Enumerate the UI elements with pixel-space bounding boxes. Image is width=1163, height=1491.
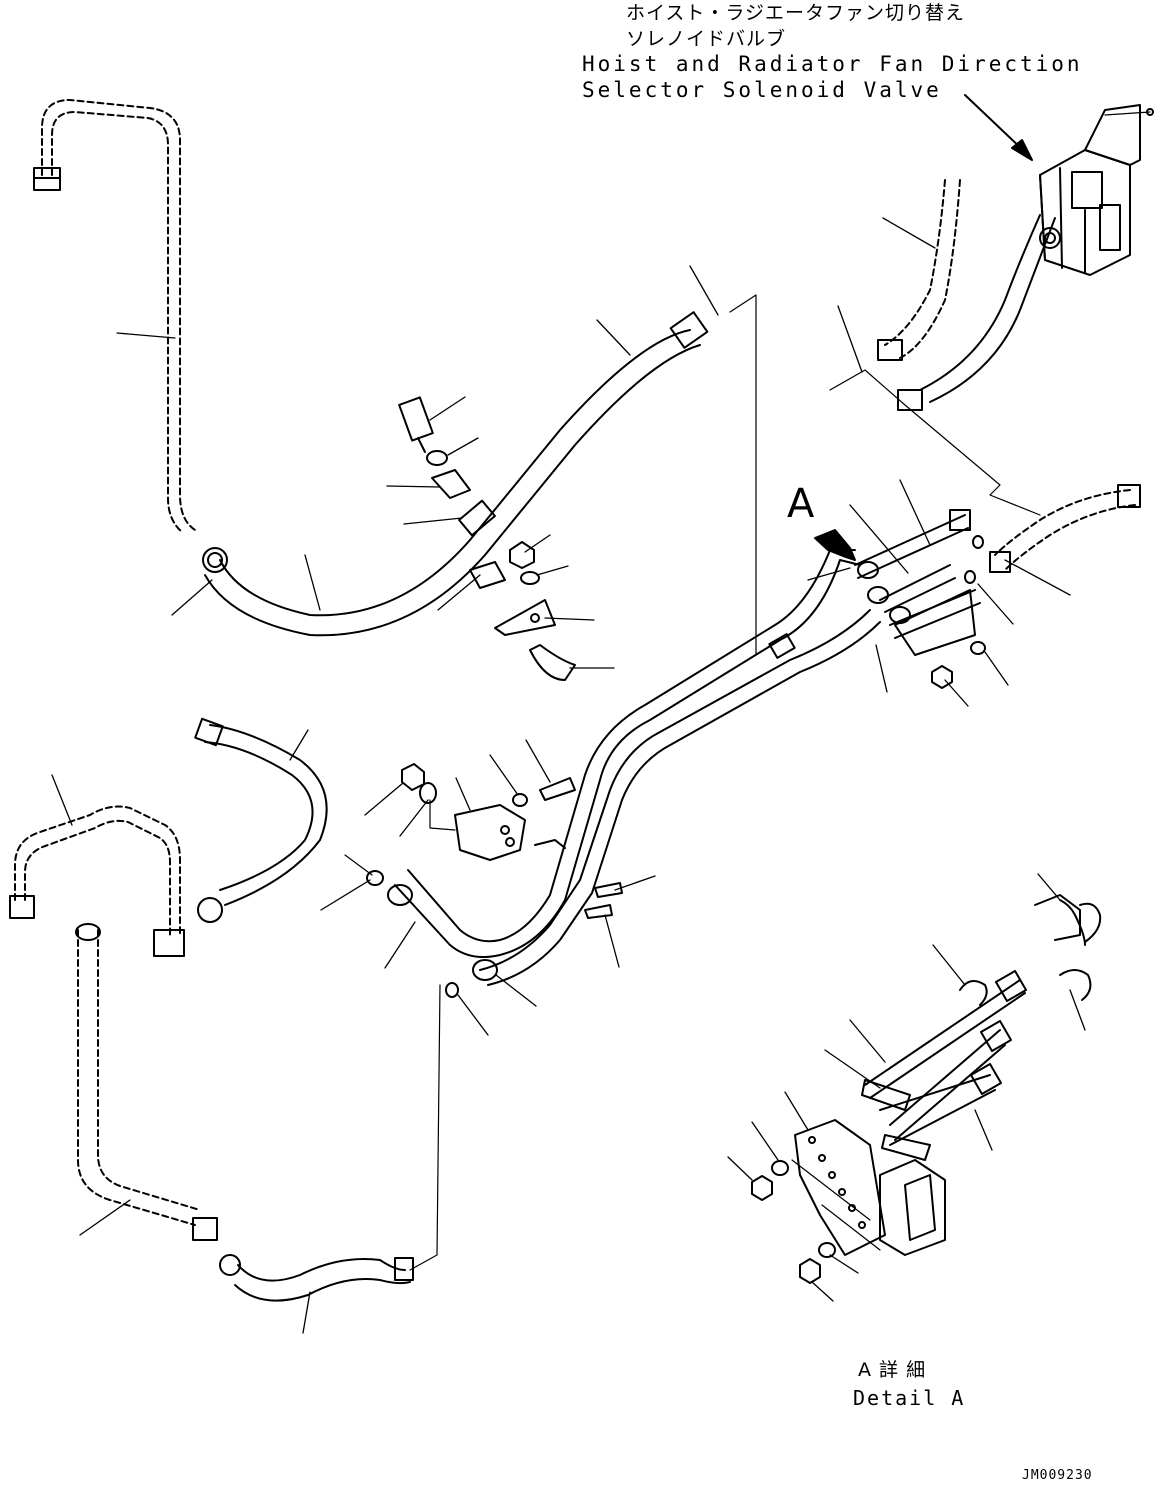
valve-pointer-arrowhead xyxy=(1012,140,1032,160)
solenoid-valve xyxy=(1040,105,1153,275)
junction-block-right xyxy=(855,510,985,688)
valve-title-en-line1: Hoist and Radiator Fan Direction xyxy=(582,52,1083,76)
drawing-id: JM009230 xyxy=(1022,1468,1093,1483)
detail-a-title-en: Detail A xyxy=(853,1386,966,1410)
valve-pointer-arrow xyxy=(965,95,1025,152)
fitting-lower-left-a xyxy=(10,896,217,1240)
fitting-right-lower xyxy=(1118,485,1140,507)
detail-a-leaders xyxy=(728,874,1085,1301)
bracket-assembly-middle xyxy=(367,764,622,997)
hose-upper-left xyxy=(203,312,707,635)
dashed-pipe-lower-left xyxy=(15,807,200,1225)
fitting-top-left xyxy=(34,168,60,190)
hose-right-lower xyxy=(995,490,1135,570)
valve-title-en-line2: Selector Solenoid Valve xyxy=(582,78,942,102)
detail-a-drawing xyxy=(752,895,1100,1283)
hose-right-upper xyxy=(885,180,960,358)
hose-right-middle xyxy=(878,215,1055,410)
hose-bottom xyxy=(220,1255,413,1301)
valve-title-jp-line2: ソレノイドバルブ xyxy=(626,28,787,50)
hose-lower-left xyxy=(195,719,326,922)
clamp-assembly-upper xyxy=(399,397,575,680)
view-marker-a: A xyxy=(787,481,815,527)
dashed-pipe-top-left xyxy=(42,100,195,532)
main-tube-pair xyxy=(388,550,880,985)
detail-a-title-jp: A 詳 細 xyxy=(858,1359,927,1381)
leader-lines xyxy=(52,218,1070,1333)
valve-title-jp-line1: ホイスト・ラジエータファン切り替え xyxy=(626,2,966,24)
callout-lines xyxy=(345,295,1040,1270)
view-arrow-a xyxy=(815,530,855,560)
